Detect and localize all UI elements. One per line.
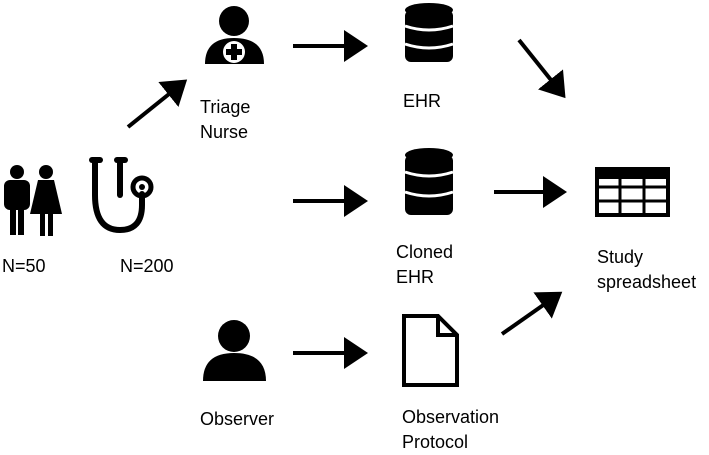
document-icon (402, 314, 459, 387)
protocol-label-line1: Observation (402, 407, 500, 427)
table-icon (595, 167, 670, 217)
ehr-label: EHR (403, 91, 442, 111)
patients-icon (4, 165, 62, 236)
patients-count-label: N=50 (2, 256, 46, 276)
nurse-icon (205, 6, 264, 64)
stethoscope-icon (89, 157, 154, 234)
cloned-ehr-label-line1: Cloned (396, 242, 454, 262)
arrow-protocol-to-spreadsheet (500, 291, 563, 336)
cloned-ehr-label-line2: EHR (396, 267, 435, 287)
triage-label-line1: Triage (200, 97, 251, 117)
ehr-database-icon (404, 3, 454, 62)
protocol-label-line2: Protocol (402, 432, 469, 452)
cloned-ehr-database-icon (404, 148, 454, 215)
triage-label-line2: Nurse (200, 122, 249, 142)
person-icon (203, 320, 266, 381)
arrow-ehr-to-spreadsheet (517, 38, 566, 99)
observer-label: Observer (200, 409, 275, 429)
arrow-clinicians-to-triage (126, 79, 188, 129)
clinicians-count-label: N=200 (120, 256, 174, 276)
spreadsheet-label-line2: spreadsheet (597, 272, 697, 292)
spreadsheet-label-line1: Study (597, 247, 644, 267)
